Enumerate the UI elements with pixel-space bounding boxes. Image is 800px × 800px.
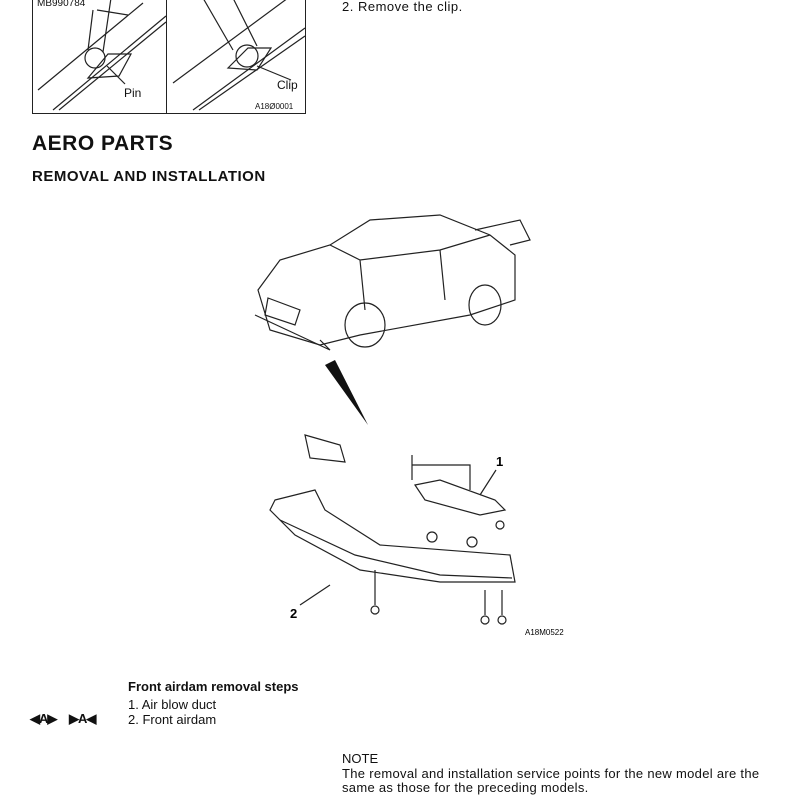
- car-body: [257, 214, 516, 346]
- clip-label: Clip: [277, 78, 298, 92]
- remove-clip-step: 2. Remove the clip.: [342, 0, 463, 14]
- figure-code: A18Ø0001: [255, 102, 294, 111]
- bracket: [304, 434, 346, 463]
- front-airdam: [269, 489, 516, 583]
- clip-removal-illustration: [37, 0, 305, 111]
- pointer-arrow: [325, 360, 368, 425]
- tool-label: MB990784: [36, 0, 87, 9]
- pin-label: Pin: [124, 86, 142, 100]
- section-title: AERO PARTS: [32, 132, 174, 155]
- figure-divider: [166, 0, 167, 113]
- service-point-markers: ◀A▶ ▶A◀: [30, 711, 96, 727]
- air-blow-duct: [414, 479, 507, 516]
- installation-service-point-marker: ▶A◀: [69, 711, 96, 726]
- note-heading: NOTE: [342, 751, 379, 766]
- step-air-blow-duct: 1. Air blow duct: [128, 697, 217, 712]
- callout-2: 2: [290, 606, 297, 621]
- note-body: The removal and installation service poi…: [342, 766, 760, 795]
- callout-1: 1: [496, 454, 503, 469]
- removal-service-point-marker: ◀A▶: [30, 711, 57, 726]
- subsection-title: REMOVAL AND INSTALLATION: [32, 168, 266, 185]
- front-airdam-exploded-diagram: 1 2 A18M0522: [254, 214, 564, 637]
- clip-removal-figure: MB990784 Pin Clip A18Ø0001: [32, 0, 306, 114]
- step-front-airdam: 2. Front airdam: [128, 712, 217, 727]
- removal-steps-title: Front airdam removal steps: [128, 679, 299, 694]
- main-figure-code: A18M0522: [525, 628, 564, 637]
